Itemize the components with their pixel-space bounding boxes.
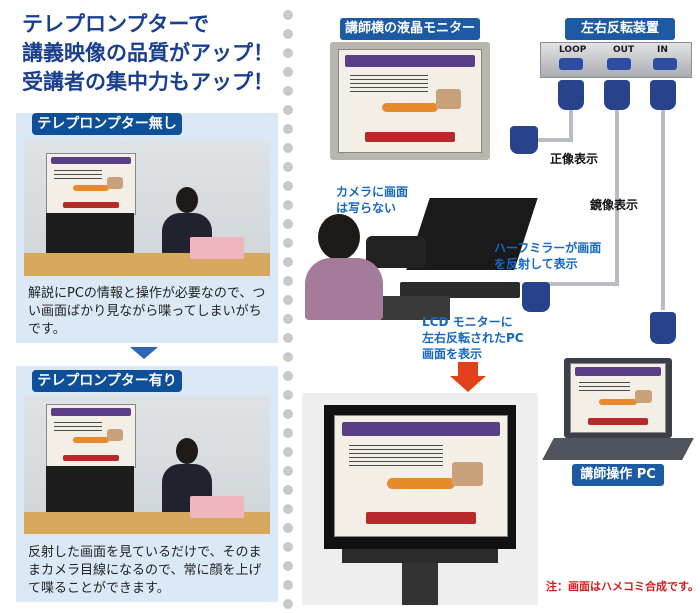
headline: テレプロンプターで 講義映像の品質がアップ！ 受講者の集中力もアップ！ — [22, 10, 282, 97]
divider-dot — [283, 200, 293, 210]
laptop — [190, 237, 244, 259]
divider-dot — [283, 276, 293, 286]
divider-dot — [283, 409, 293, 419]
mirror-image-label: 鏡像表示 — [590, 198, 639, 212]
vga-connector-monitor — [510, 126, 538, 154]
down-arrow-icon — [130, 347, 158, 359]
screen-stand — [46, 466, 134, 512]
rig-base — [380, 296, 450, 320]
without-teleprompter-tag: テレプロンプター無し — [32, 113, 182, 135]
presentation-screen — [46, 153, 136, 215]
with-teleprompter-caption: 反射した画面を見ているだけで、そのままカメラ目線になるので、常に顔を上げて喋るこ… — [28, 545, 262, 596]
divider-dot — [283, 295, 293, 305]
pc-label: 講師操作 PC — [572, 464, 664, 486]
vga-connector-teleprompter — [522, 282, 550, 312]
divider-dot — [283, 466, 293, 476]
divider-dot — [283, 580, 293, 590]
divider-dot — [283, 542, 293, 552]
divider-dot — [283, 485, 293, 495]
divider-dot — [283, 219, 293, 229]
presenter-head — [176, 438, 198, 464]
flip-device-label: 左右反転装置 — [565, 18, 675, 40]
teleprompter-result-photo — [302, 393, 538, 605]
divider-dot — [283, 428, 293, 438]
vga-connector-pc — [650, 312, 676, 344]
divider-dot — [283, 105, 293, 115]
port-label-out: OUT — [613, 45, 635, 55]
divider-dot — [283, 10, 293, 20]
half-mirror-note: ハーフミラーが画面を反射して表示 — [494, 241, 602, 271]
port-loop — [559, 58, 583, 70]
with-teleprompter-panel: テレプロンプター有り 反射した画面を見ているだけで、そのままカメラ目線になるので… — [16, 366, 278, 602]
divider-dot — [283, 390, 293, 400]
divider-dot — [283, 314, 293, 324]
with-teleprompter-tag: テレプロンプター有り — [32, 370, 182, 392]
vga-connector-loop — [558, 80, 584, 110]
presentation-screen — [46, 404, 136, 468]
without-teleprompter-caption: 解説にPCの情報と操作が必要なので、つい画面ばかり見ながら喋ってしまいがちです。 — [28, 286, 266, 337]
teleprompter-screen — [334, 415, 508, 537]
pc-laptop-display — [570, 363, 666, 433]
divider-dot — [283, 143, 293, 153]
pc-laptop-keyboard — [542, 438, 694, 460]
lcd-monitor-label: 講師横の液晶モニター — [340, 18, 480, 40]
divider-dot — [283, 86, 293, 96]
without-teleprompter-panel: テレプロンプター無し 解説にPCの情報と操作が必要なので、つい画面ばかり見ながら… — [16, 113, 278, 343]
teleprompter-lcd-base — [342, 549, 498, 563]
lcd-monitor — [330, 42, 490, 160]
divider-dot — [283, 352, 293, 362]
tripod — [402, 563, 438, 605]
headline-line2: 講義映像の品質がアップ！ — [22, 41, 274, 65]
camera-operator-head — [318, 214, 360, 260]
divider-dot — [283, 162, 293, 172]
port-in — [653, 58, 677, 70]
presenter-head — [176, 187, 198, 213]
pc-laptop-screen — [564, 358, 672, 438]
divider-dot — [283, 333, 293, 343]
vga-connector-in — [650, 80, 676, 110]
divider-dot — [283, 67, 293, 77]
lcd-note: LCD モニターに左右反転されたPC画面を表示 — [422, 315, 524, 361]
divider-dot — [283, 238, 293, 248]
cable-loop-h — [535, 138, 573, 142]
cable-out — [615, 110, 619, 284]
without-teleprompter-photo — [24, 141, 270, 276]
normal-image-label: 正像表示 — [550, 152, 599, 166]
camera-operator-body — [305, 258, 383, 320]
composite-note: 注：画面はハメコミ合成です。 — [546, 580, 699, 593]
cable-out-h — [548, 282, 619, 286]
lcd-tray — [400, 282, 520, 298]
lcd-monitor-screen — [338, 49, 482, 153]
cable-in — [661, 110, 665, 310]
with-teleprompter-photo — [24, 396, 270, 534]
divider-dot — [283, 561, 293, 571]
laptop — [190, 496, 244, 518]
cable-loop — [569, 110, 573, 140]
headline-line3: 受講者の集中力もアップ！ — [22, 70, 274, 94]
divider-dot — [283, 48, 293, 58]
port-out — [607, 58, 631, 70]
divider-dot — [283, 504, 293, 514]
flip-device: LOOP OUT IN — [540, 42, 692, 78]
divider-dot — [283, 29, 293, 39]
camera-note: カメラに画面は写らない — [336, 185, 409, 215]
vga-connector-out — [604, 80, 630, 110]
port-label-in: IN — [657, 45, 668, 55]
headline-line1: テレプロンプターで — [22, 12, 210, 36]
divider-dot — [283, 599, 293, 609]
divider-dot — [283, 523, 293, 533]
divider-dot — [283, 371, 293, 381]
divider-dot — [283, 257, 293, 267]
divider-dot — [283, 447, 293, 457]
divider-dot — [283, 181, 293, 191]
camera — [366, 236, 426, 268]
screen-stand — [46, 213, 134, 255]
port-label-loop: LOOP — [559, 45, 587, 55]
divider-dot — [283, 124, 293, 134]
